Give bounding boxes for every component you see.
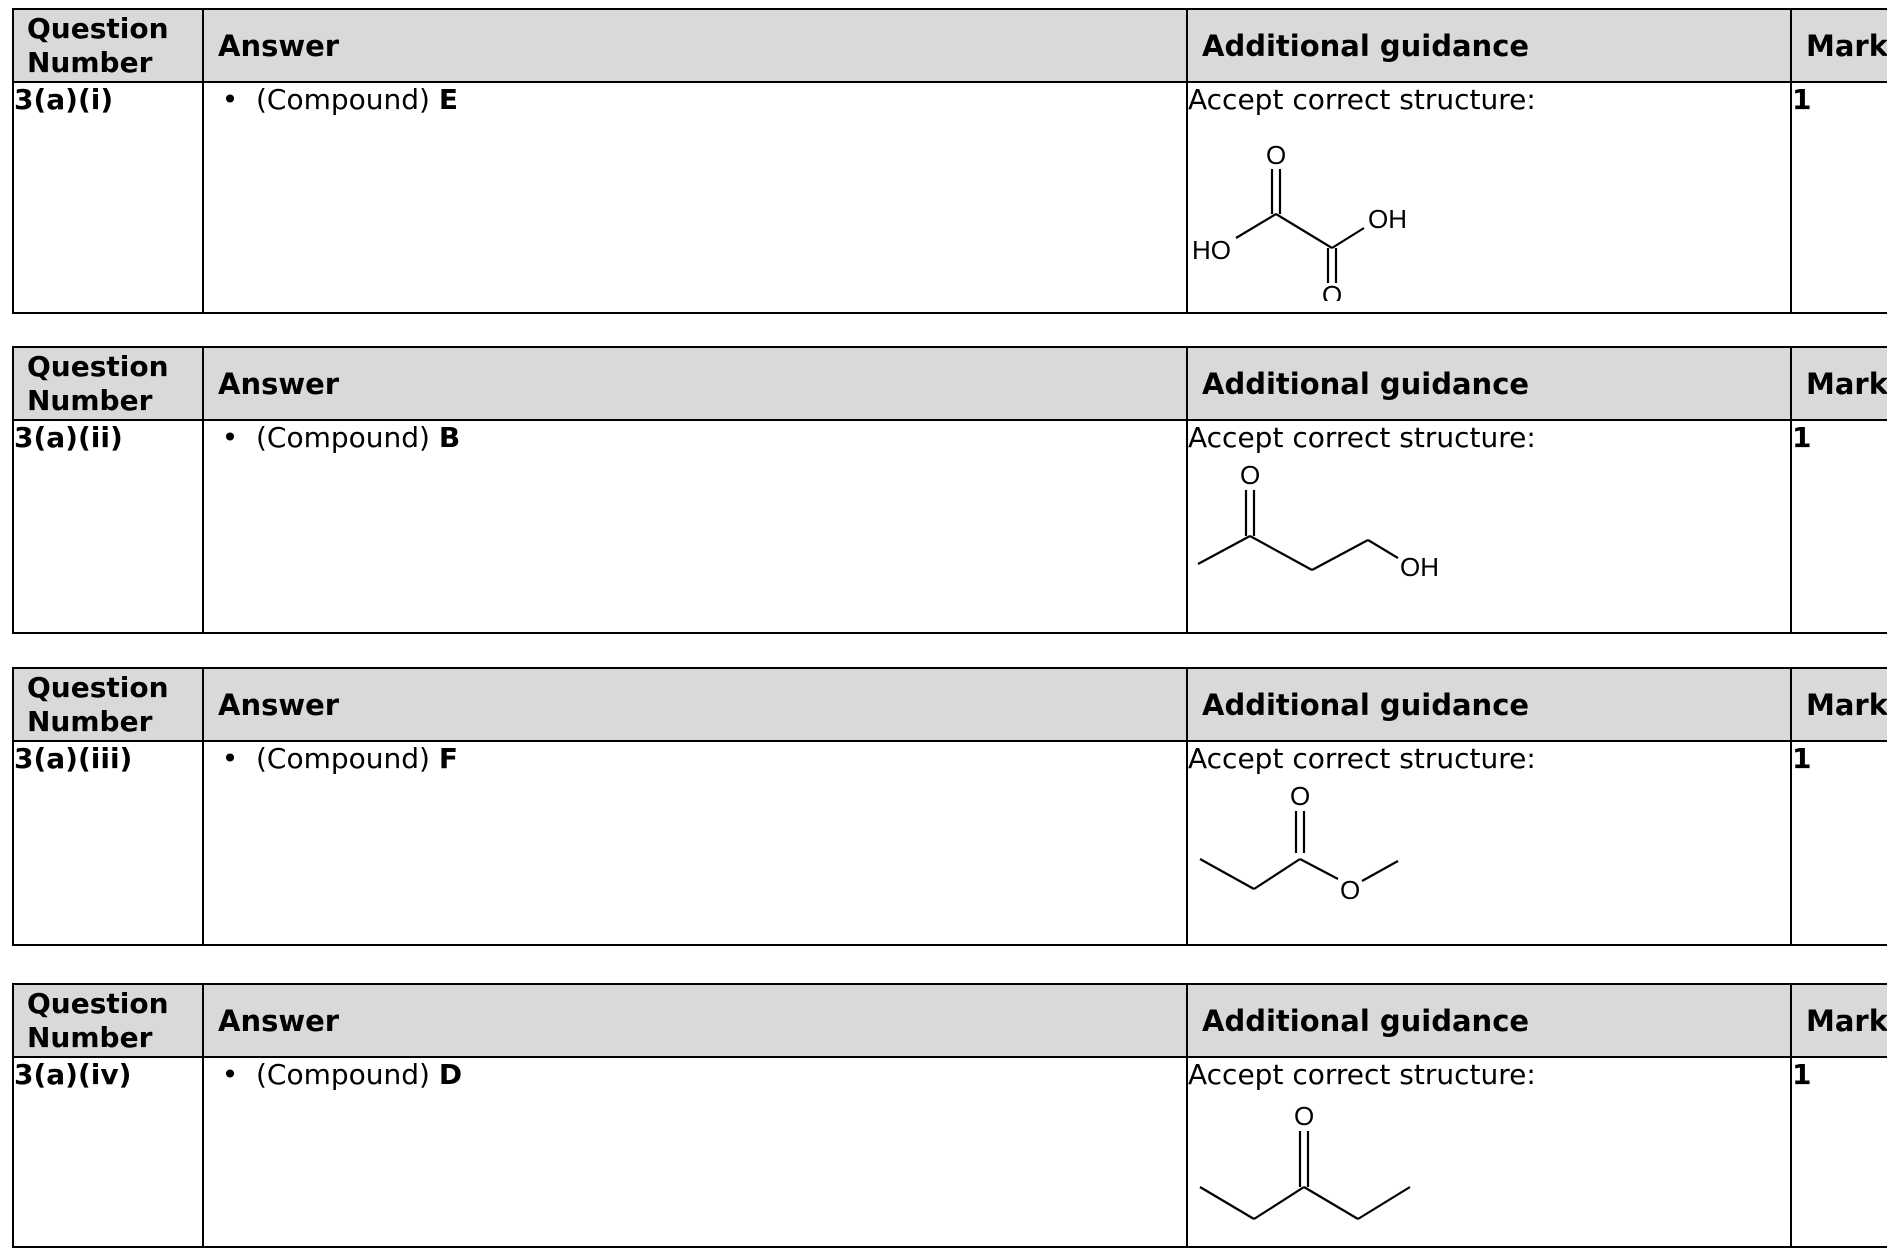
svg-text:O: O bbox=[1290, 781, 1310, 811]
bullet: • bbox=[221, 83, 239, 116]
table-row: 3(a)(i) • (Compound) E Accept correct str… bbox=[12, 81, 1887, 314]
mark-header: Mark bbox=[1790, 667, 1887, 742]
guidance-text: Accept correct structure: bbox=[1188, 1058, 1536, 1091]
guidance-cell: Accept correct structure: O bbox=[1186, 1056, 1792, 1248]
guidance-cell: Accept correct structure: O O bbox=[1186, 740, 1792, 946]
pentanone-structure: O bbox=[1199, 1101, 1411, 1220]
svg-text:OH: OH bbox=[1368, 204, 1407, 234]
answer-header: Answer bbox=[202, 667, 1188, 742]
mark-value: 1 bbox=[1790, 1056, 1887, 1248]
guidance-header: Additional guidance bbox=[1186, 8, 1792, 83]
mark-value: 1 bbox=[1790, 740, 1887, 946]
answer-text: (Compound) E bbox=[256, 83, 459, 116]
guidance-cell: Accept correct structure: O OH HO O bbox=[1186, 81, 1792, 314]
svg-text:O: O bbox=[1340, 875, 1360, 905]
answer-header: Answer bbox=[202, 8, 1188, 83]
hydroxybutanone-structure: O OH bbox=[1197, 460, 1439, 582]
bullet: • bbox=[221, 742, 239, 775]
mark-header: Mark bbox=[1790, 8, 1887, 83]
table-row: 3(a)(iv) • (Compound) D Accept correct st… bbox=[12, 1056, 1887, 1248]
table-row: 3(a)(ii) • (Compound) B Accept correct st… bbox=[12, 419, 1887, 634]
answer-text: (Compound) D bbox=[256, 1058, 463, 1091]
answer-cell: • (Compound) E bbox=[202, 81, 1188, 314]
question-number: 3(a)(iii) bbox=[12, 740, 204, 946]
answer-cell: • (Compound) D bbox=[202, 1056, 1188, 1248]
mark-header: Mark bbox=[1790, 346, 1887, 421]
question-number: 3(a)(ii) bbox=[12, 419, 204, 634]
svg-text:O: O bbox=[1240, 460, 1260, 490]
svg-text:O: O bbox=[1294, 1101, 1314, 1131]
table-row: 3(a)(iii) • (Compound) F Accept correct s… bbox=[12, 740, 1887, 946]
svg-text:O: O bbox=[1322, 280, 1342, 301]
svg-text:HO: HO bbox=[1192, 235, 1231, 265]
answer-header: Answer bbox=[202, 983, 1188, 1058]
guidance-header: Additional guidance bbox=[1186, 983, 1792, 1058]
answer-text: (Compound) F bbox=[256, 742, 459, 775]
answer-header: Answer bbox=[202, 346, 1188, 421]
guidance-header: Additional guidance bbox=[1186, 667, 1792, 742]
guidance-text: Accept correct structure: bbox=[1188, 421, 1536, 454]
methyl-propanoate-structure: O O bbox=[1199, 781, 1399, 905]
bullet: • bbox=[221, 421, 239, 454]
mark-header: Mark bbox=[1790, 983, 1887, 1058]
svg-text:O: O bbox=[1266, 140, 1286, 170]
guidance-cell: Accept correct structure: O OH bbox=[1186, 419, 1792, 634]
svg-text:OH: OH bbox=[1400, 552, 1439, 582]
guidance-text: Accept correct structure: bbox=[1188, 83, 1536, 116]
question-number: 3(a)(iv) bbox=[12, 1056, 204, 1248]
guidance-header: Additional guidance bbox=[1186, 346, 1792, 421]
answer-text: (Compound) B bbox=[256, 421, 461, 454]
mark-value: 1 bbox=[1790, 419, 1887, 634]
oxalic-acid-structure: O OH HO O bbox=[1192, 140, 1407, 301]
bullet: • bbox=[221, 1058, 239, 1091]
mark-value: 1 bbox=[1790, 81, 1887, 314]
answer-cell: • (Compound) F bbox=[202, 740, 1188, 946]
answer-cell: • (Compound) B bbox=[202, 419, 1188, 634]
guidance-text: Accept correct structure: bbox=[1188, 742, 1536, 775]
question-number: 3(a)(i) bbox=[12, 81, 204, 314]
